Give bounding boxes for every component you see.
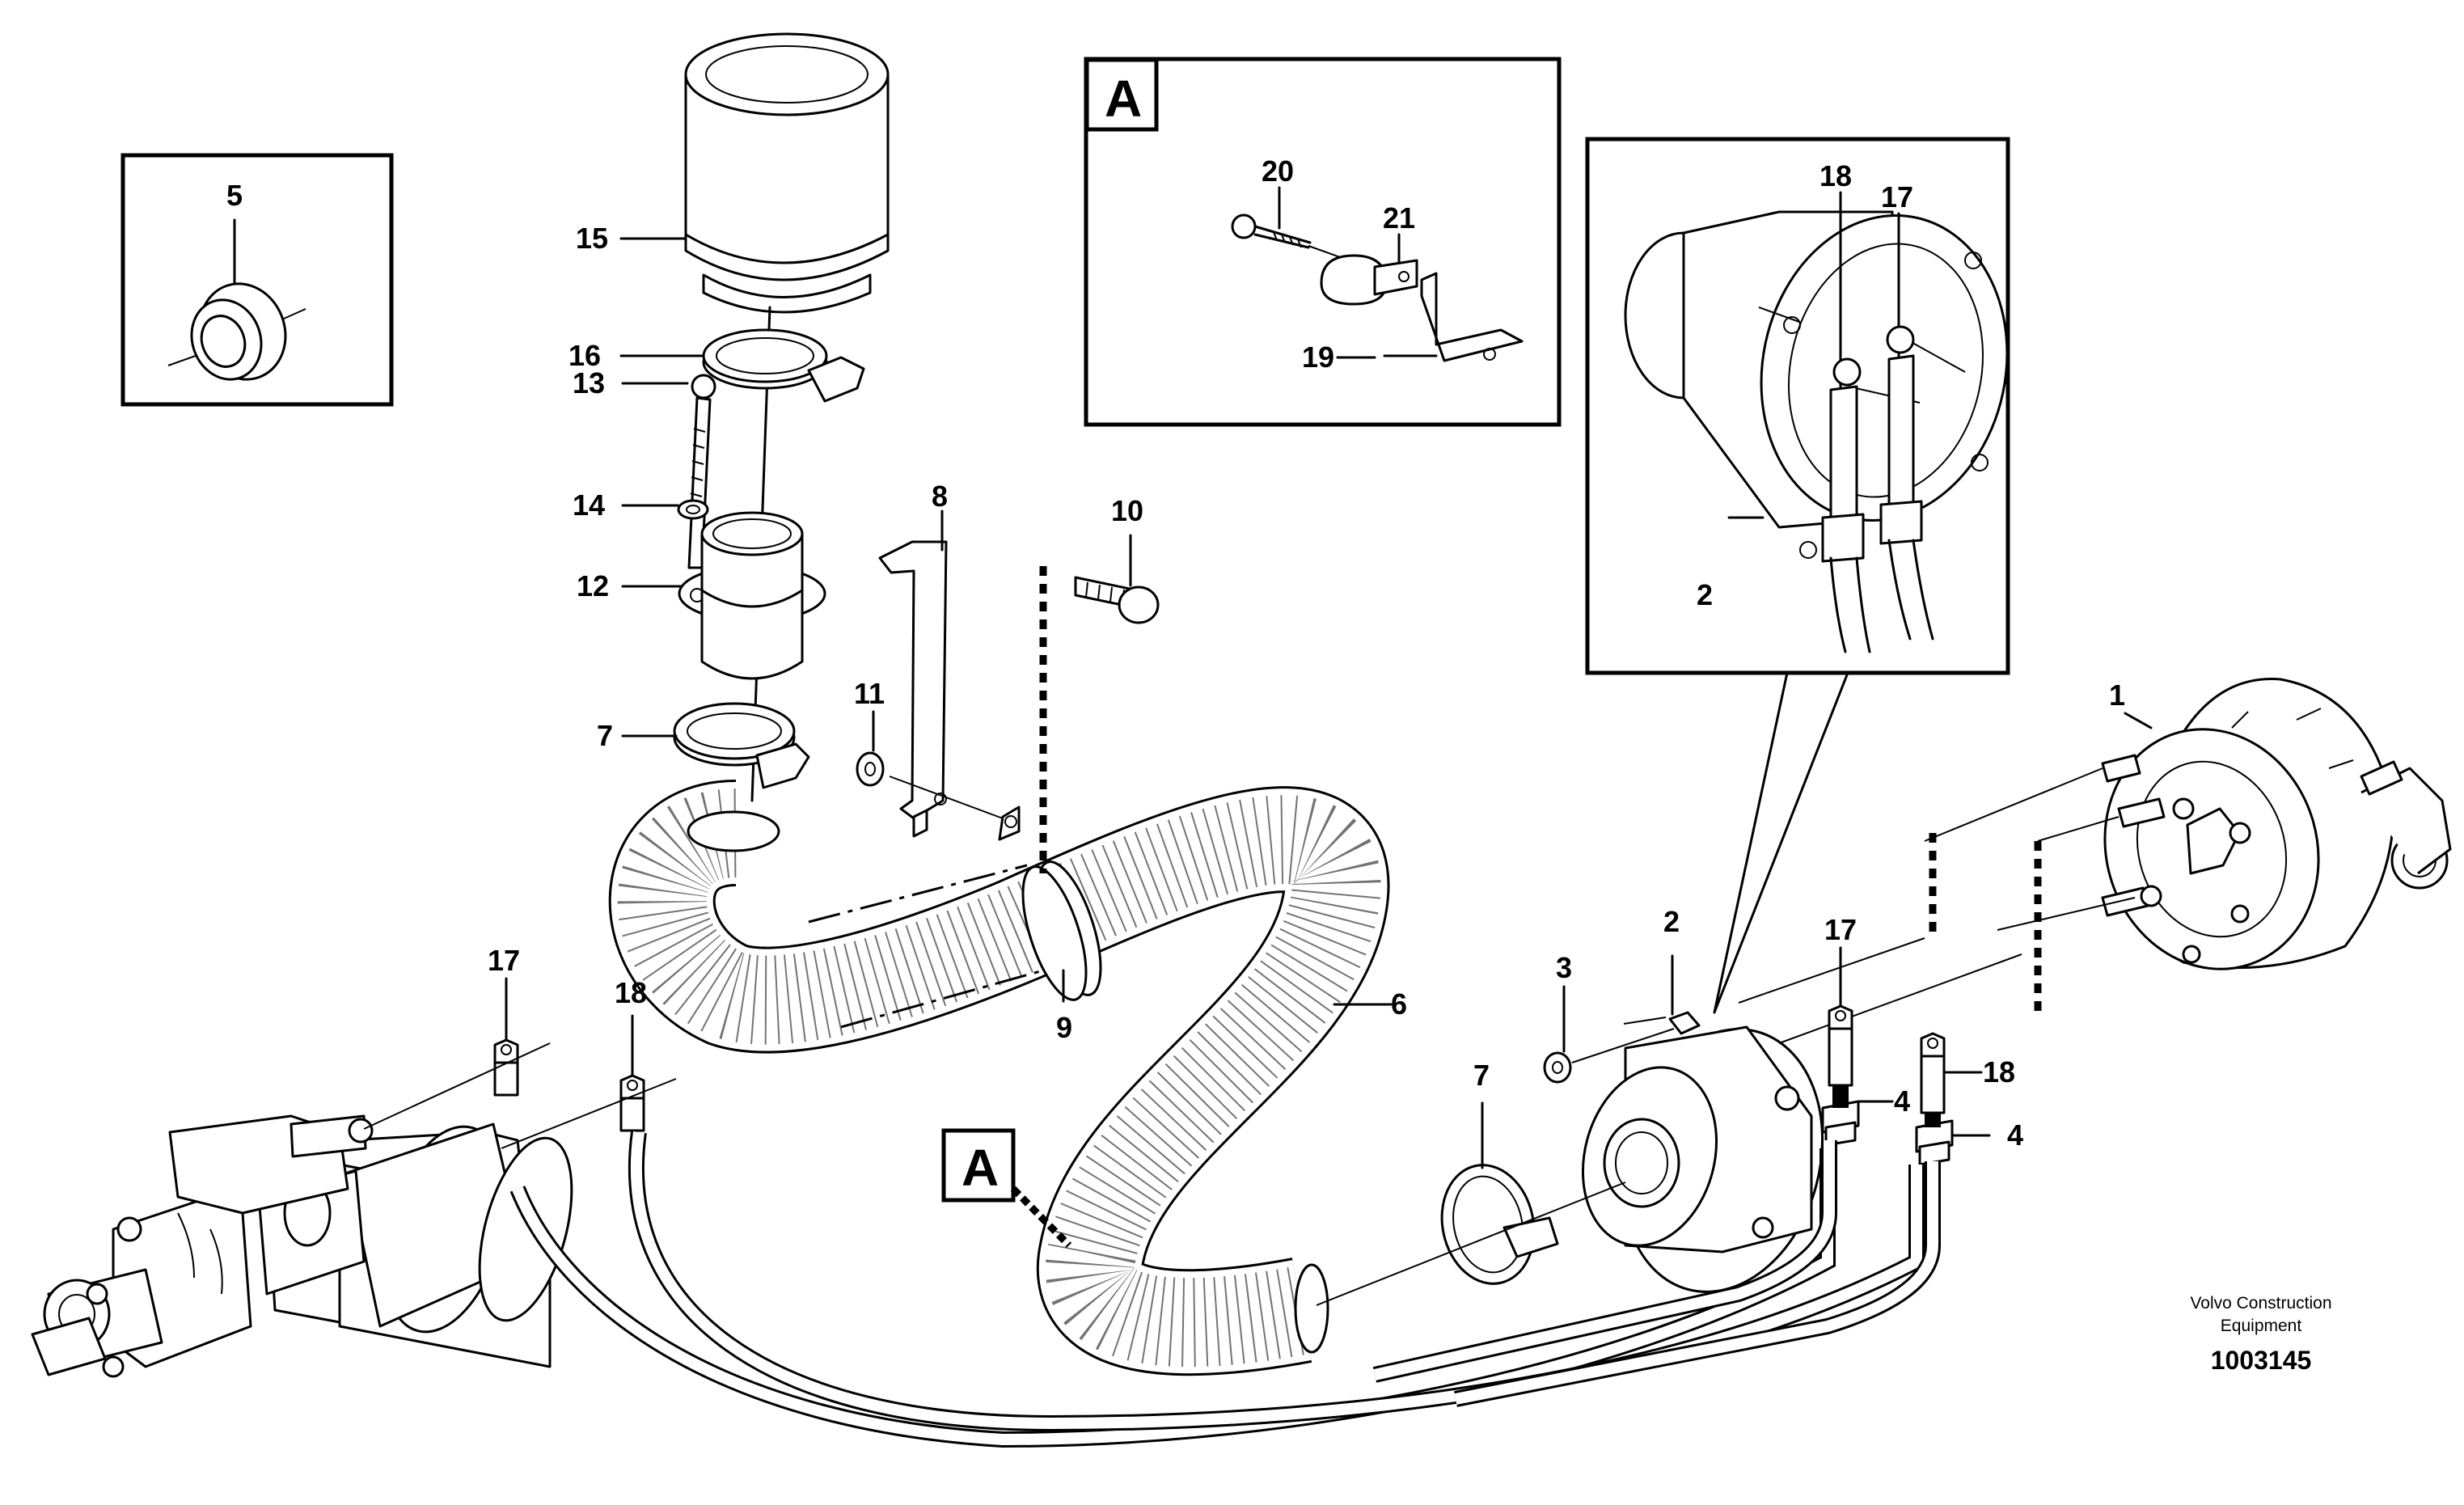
callout-18-right: 18 (1983, 1055, 2015, 1089)
cable-harness (509, 1085, 1941, 1448)
callout-17-left: 17 (488, 944, 520, 977)
callout-14: 14 (573, 488, 605, 522)
washer-14 (677, 499, 709, 520)
callout-18-detail: 18 (1819, 159, 1852, 192)
grommet-4-right (1915, 1119, 1954, 1166)
callout-3: 3 (1556, 951, 1572, 984)
document-number: 1003145 (2211, 1346, 2312, 1375)
hose-clamp-7-lower (1440, 1164, 1559, 1285)
callout-11: 11 (854, 677, 885, 710)
callout-4-left: 4 (1894, 1084, 1910, 1118)
washer-11 (856, 751, 885, 787)
callout-5: 5 (226, 179, 243, 212)
detail-box-a-clamp (1084, 57, 1562, 427)
starter-motor (31, 1114, 573, 1378)
alternator-1 (2101, 678, 2452, 970)
leader-lines (505, 237, 2153, 1169)
air-filter-15 (684, 32, 890, 314)
callout-21: 21 (1383, 201, 1415, 235)
bracket-8 (878, 540, 1021, 841)
detail-label-a-top: A (1105, 70, 1142, 128)
callout-15: 15 (576, 222, 608, 255)
bolt-10 (1074, 576, 1160, 624)
callout-13: 13 (573, 366, 605, 400)
callout-7-lower: 7 (1473, 1059, 1490, 1092)
cable-lug-18-right (1920, 1032, 1946, 1114)
brand-line-2: Equipment (2221, 1317, 2302, 1335)
detail-a-callout (941, 1128, 1072, 1249)
hose-clamp-7-upper (673, 702, 810, 789)
brand-line-1: Volvo Construction (2190, 1294, 2331, 1313)
grommet-4-left (1821, 1100, 1860, 1147)
hose-6 (608, 780, 1390, 1376)
callout-16: 16 (568, 339, 601, 372)
callout-12: 12 (577, 569, 609, 602)
callout-2-main: 2 (1663, 905, 1680, 938)
callout-labels: 5 15 16 13 14 12 7 8 10 11 9 6 17 18 3 2… (226, 70, 2125, 1197)
cable-lug-17-right (1828, 1004, 1853, 1087)
detail-box-seal-5 (120, 153, 394, 407)
callout-20: 20 (1262, 154, 1294, 188)
callout-1: 1 (2109, 679, 2125, 712)
callout-4-right: 4 (2007, 1118, 2023, 1152)
sensor-2-main (1581, 1011, 1824, 1293)
callout-17-right: 17 (1824, 913, 1857, 946)
callout-18-left: 18 (615, 976, 647, 1009)
detail-box-sensor-2 (1585, 137, 2010, 1014)
hose-clamp-16 (702, 328, 865, 403)
callout-17-detail: 17 (1881, 180, 1913, 213)
adapter-12 (678, 511, 826, 680)
callout-8: 8 (932, 480, 948, 513)
washer-3 (1543, 1051, 1572, 1084)
cable-lug-18-left (619, 1074, 645, 1132)
footer: Volvo Construction Equipment 1003145 (2190, 1294, 2331, 1375)
callout-6: 6 (1391, 987, 1407, 1021)
cable-lug-17-left (493, 1038, 519, 1097)
callout-10: 10 (1111, 494, 1143, 527)
detail-label-a-main: A (962, 1139, 999, 1197)
callout-19: 19 (1302, 340, 1334, 374)
callout-2-detail: 2 (1697, 578, 1713, 611)
callout-7-upper: 7 (597, 719, 613, 752)
callout-9: 9 (1056, 1011, 1072, 1044)
